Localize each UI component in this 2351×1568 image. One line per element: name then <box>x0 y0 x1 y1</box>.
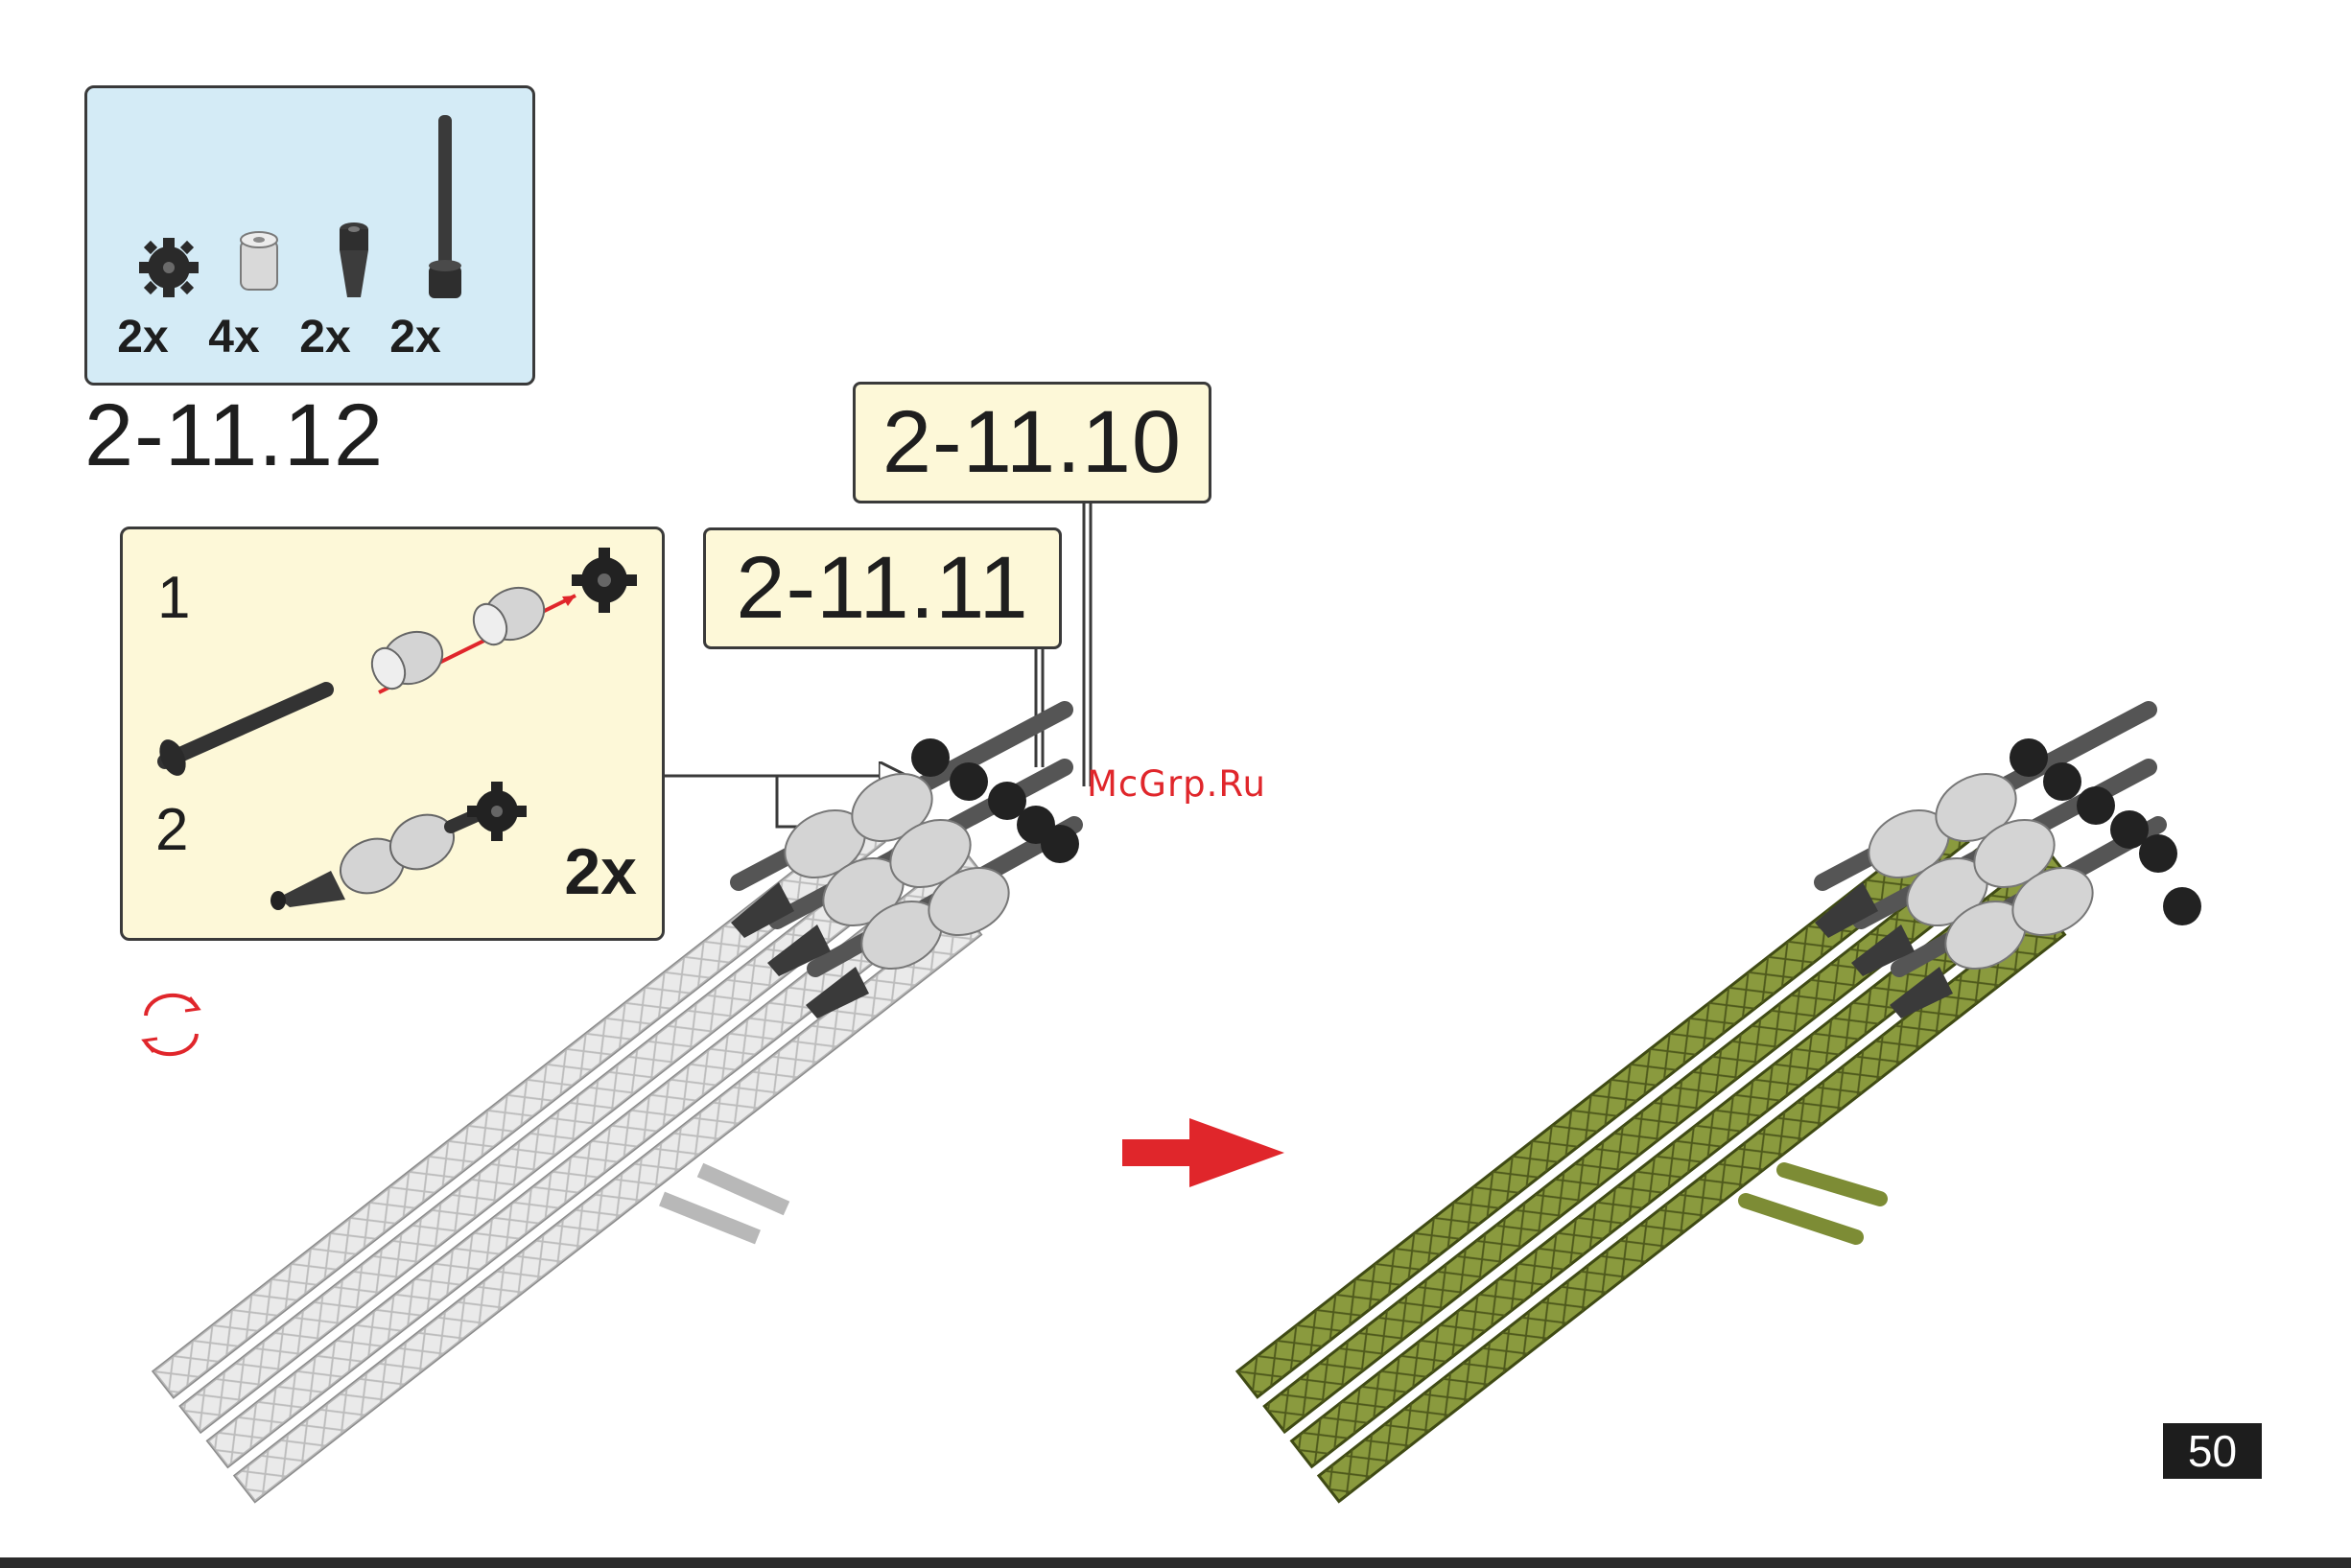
previous-assembly-ghost <box>153 710 1079 1502</box>
bushing-icon <box>241 232 277 290</box>
cone-connector-icon <box>340 222 368 297</box>
result-arrow-icon <box>1122 1118 1284 1187</box>
substep-2-illustration <box>270 782 527 910</box>
axle-pin-icon <box>429 115 461 298</box>
page-number: 50 <box>2163 1423 2262 1479</box>
completed-assembly <box>1237 710 2201 1502</box>
bottom-rule <box>0 1557 2351 1568</box>
rotate-view-icon <box>144 995 199 1054</box>
bushing-icon <box>365 622 450 693</box>
gear-icon <box>139 238 199 297</box>
substep-1-illustration <box>154 548 637 780</box>
bushing-icon <box>467 578 552 649</box>
gear-icon <box>467 782 527 841</box>
gear-icon <box>572 548 637 613</box>
watermark: McGrp.Ru <box>1087 763 1266 805</box>
